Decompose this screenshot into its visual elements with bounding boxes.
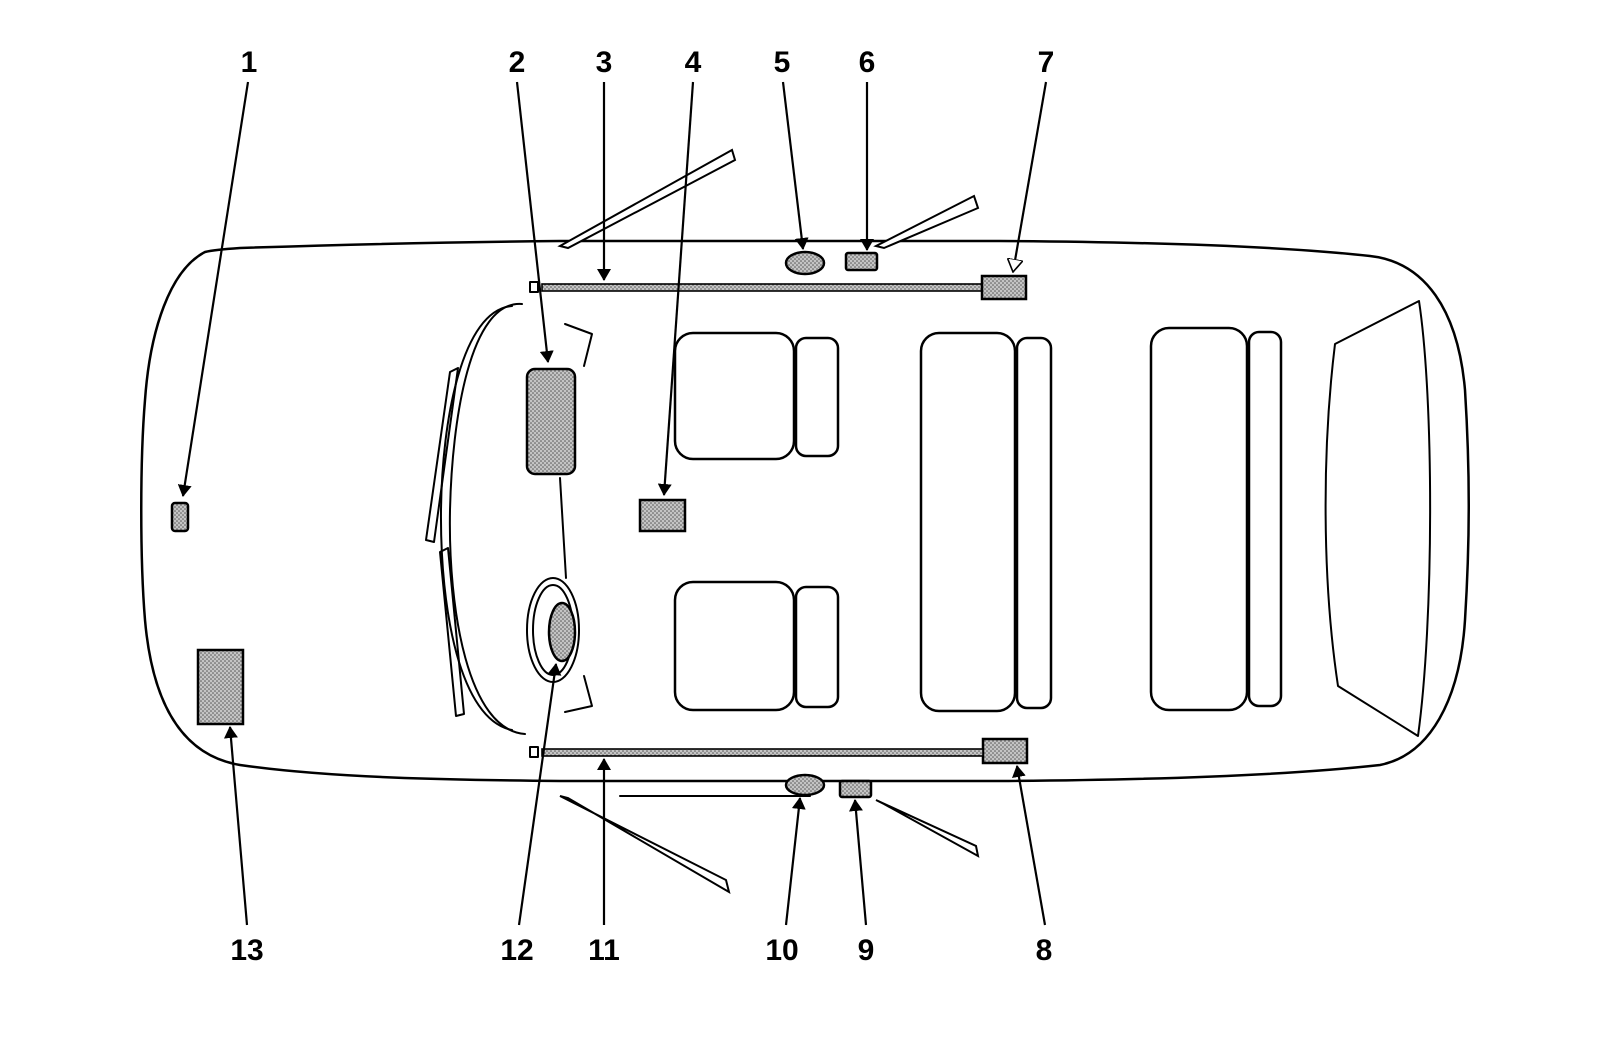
components — [170, 250, 1029, 799]
third-row-seat-cushion — [1149, 326, 1249, 712]
component-8 — [981, 737, 1029, 765]
seats — [673, 326, 1283, 713]
callout-labels: 1 2 3 4 5 6 7 8 9 10 11 12 13 — [230, 46, 1054, 967]
front-door-left — [557, 148, 737, 250]
front-door-right — [559, 795, 731, 895]
component-3-side-rail-left — [541, 283, 983, 292]
leader-12 — [517, 663, 562, 926]
windshield — [448, 302, 526, 735]
callout-7: 7 — [1038, 46, 1055, 79]
leader-1 — [177, 81, 250, 497]
component-5 — [784, 250, 826, 276]
component-10 — [784, 773, 826, 797]
second-row-seat-cushion — [919, 331, 1017, 713]
wiper-upper — [425, 367, 459, 543]
callout-13: 13 — [230, 934, 263, 967]
callout-6: 6 — [859, 46, 876, 79]
leader-13 — [223, 726, 249, 926]
second-row-seat-back — [1015, 336, 1053, 710]
third-row-seat-back — [1247, 330, 1283, 708]
passenger-seat-cushion — [673, 580, 796, 712]
driver-seat-cushion — [673, 331, 796, 461]
leader-5 — [781, 81, 809, 250]
passenger-seat-back — [794, 585, 840, 709]
rail-end-right — [529, 746, 539, 758]
component-2 — [525, 367, 577, 476]
vehicle-body — [140, 239, 1470, 783]
callout-12: 12 — [500, 934, 533, 967]
leader-2 — [515, 81, 554, 363]
callout-3: 3 — [596, 46, 613, 79]
component-13 — [196, 648, 245, 726]
component-11-side-rail-right — [541, 748, 984, 757]
callout-2: 2 — [509, 46, 526, 79]
callout-1: 1 — [241, 46, 258, 79]
mirror-upper — [564, 323, 593, 367]
rear-door-right — [875, 799, 980, 858]
leader-8 — [1012, 765, 1047, 926]
leader-9 — [848, 799, 868, 926]
component-4 — [638, 498, 687, 533]
leader-10 — [784, 797, 806, 926]
callout-9: 9 — [858, 934, 875, 967]
callout-8: 8 — [1036, 934, 1053, 967]
rear-window — [1324, 300, 1432, 737]
windshield-inner — [439, 305, 513, 731]
leader-lines — [177, 81, 1048, 926]
component-1 — [170, 501, 190, 533]
rail-end-left — [529, 281, 539, 293]
driver-seat-back — [794, 336, 840, 458]
callout-11: 11 — [588, 934, 620, 967]
component-9 — [838, 779, 873, 799]
mirror-lower — [564, 675, 593, 713]
leader-4 — [657, 81, 695, 496]
body-outline — [140, 239, 1470, 783]
callout-5: 5 — [774, 46, 791, 79]
component-12 — [547, 601, 577, 663]
callout-10: 10 — [765, 934, 798, 967]
dashboard — [559, 477, 567, 579]
rear-door-left — [873, 194, 980, 250]
component-7 — [980, 274, 1028, 301]
component-6 — [844, 251, 879, 272]
wiper-lower — [439, 547, 465, 717]
leader-7 — [1013, 81, 1048, 272]
callout-4: 4 — [685, 46, 702, 79]
